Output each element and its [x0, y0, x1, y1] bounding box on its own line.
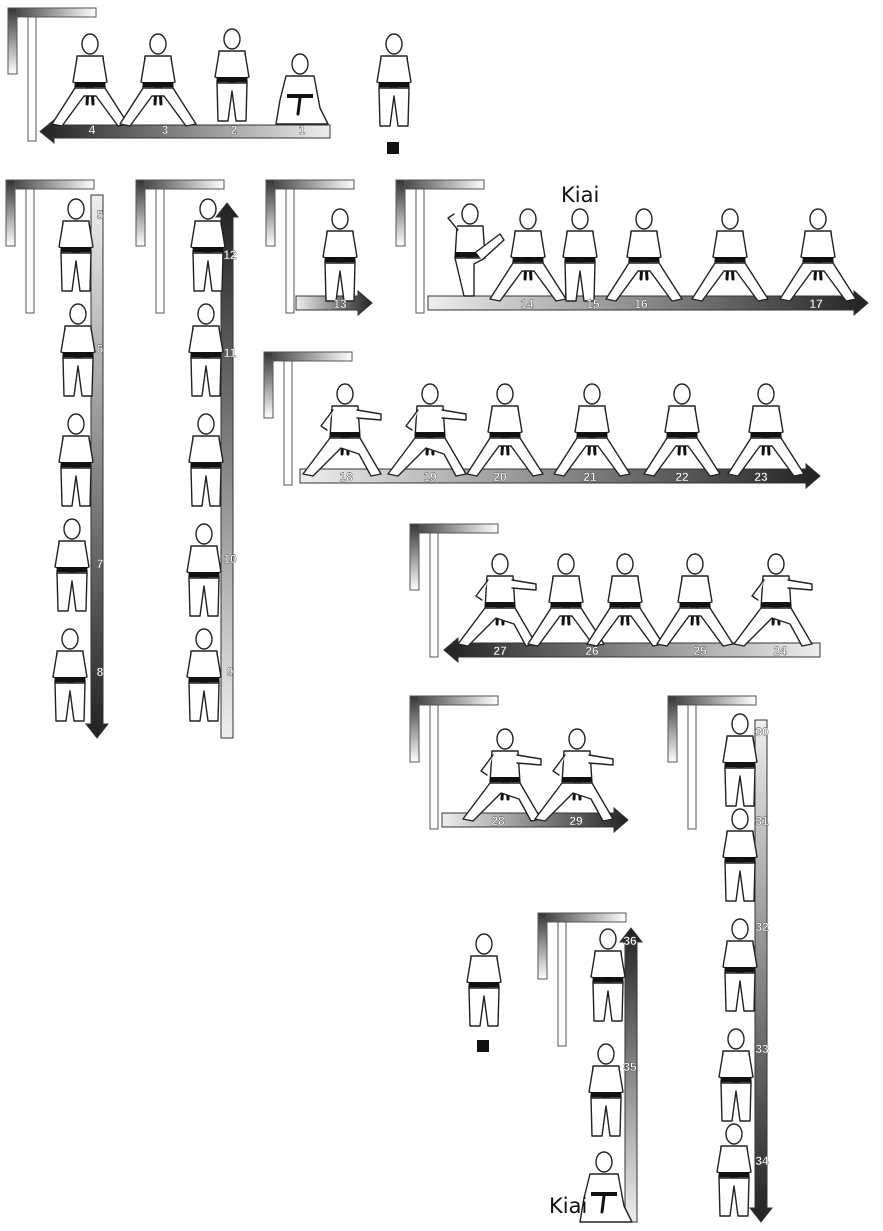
step-number: 31	[755, 814, 769, 828]
step-number: 29	[569, 814, 583, 828]
karateka-figure	[563, 209, 597, 301]
step-number: 30	[755, 725, 769, 739]
karateka-figure	[323, 209, 357, 301]
karateka-figure	[388, 384, 466, 476]
karateka-figure	[528, 554, 604, 646]
step-number: 11	[224, 346, 237, 360]
karateka-figure	[458, 554, 536, 646]
step-number: 32	[755, 920, 769, 934]
step-number: 34	[755, 1154, 769, 1168]
karateka-figure	[723, 714, 757, 806]
karateka-figure	[644, 384, 720, 476]
karateka-figure	[692, 209, 768, 301]
karateka-figure	[580, 1152, 632, 1222]
karateka-figure	[490, 209, 566, 301]
step-number: 20	[493, 470, 507, 484]
karateka-figure	[187, 629, 221, 721]
kiai-label: Kiai	[549, 1194, 587, 1218]
karateka-figure	[723, 919, 757, 1011]
step-number: 33	[755, 1042, 769, 1056]
karateka-figure	[606, 209, 682, 301]
step-number: 7	[97, 557, 104, 571]
karateka-figure	[467, 934, 501, 1026]
karateka-figure	[215, 29, 249, 121]
karateka-figure	[463, 729, 541, 821]
karateka-figure	[448, 204, 504, 296]
karateka-figure	[589, 1044, 623, 1136]
karateka-figure	[554, 384, 630, 476]
step-number: 17	[809, 297, 823, 311]
step-number: 21	[583, 470, 597, 484]
kiai-label: Kiai	[561, 183, 599, 207]
step-number: 36	[623, 934, 637, 948]
karateka-figure	[657, 554, 733, 646]
step-number: 22	[675, 470, 689, 484]
step-number: 15	[586, 297, 600, 311]
karateka-figure	[189, 414, 223, 506]
step-number: 2	[231, 123, 238, 137]
step-number: 26	[585, 644, 599, 658]
step-number: 9	[227, 665, 234, 679]
karateka-figure	[717, 1124, 751, 1216]
step-number: 14	[520, 297, 534, 311]
karateka-figure	[535, 729, 613, 821]
karateka-figure	[723, 809, 757, 901]
start-marker	[387, 142, 399, 154]
step-number: 19	[423, 470, 437, 484]
step-number: 27	[493, 644, 507, 658]
karateka-figure	[780, 209, 856, 301]
step-number: 25	[693, 644, 707, 658]
step-number: 3	[162, 123, 169, 137]
karateka-figure	[61, 304, 95, 396]
karateka-figure	[52, 34, 128, 126]
step-number: 12	[223, 248, 237, 262]
karateka-figure	[467, 384, 543, 476]
karateka-figure	[59, 414, 93, 506]
karateka-figure	[591, 929, 625, 1021]
karateka-figure	[303, 384, 381, 476]
karateka-figure	[59, 199, 93, 291]
step-number: 8	[97, 665, 104, 679]
karateka-figure	[377, 34, 411, 126]
karateka-figure	[187, 524, 221, 616]
karateka-figure	[189, 304, 223, 396]
step-number: 16	[634, 297, 648, 311]
karateka-figure	[55, 519, 89, 611]
karateka-figures	[52, 29, 856, 1222]
end-marker	[477, 1040, 489, 1052]
karateka-figure	[728, 384, 804, 476]
step-number: 18	[339, 470, 353, 484]
step-number: 28	[491, 814, 505, 828]
karateka-figure	[53, 629, 87, 721]
step-number: 1	[299, 123, 306, 137]
karateka-figure	[587, 554, 663, 646]
step-number: 10	[223, 552, 237, 566]
step-number: 13	[333, 297, 347, 311]
karateka-figure	[276, 54, 328, 124]
step-number: 35	[623, 1060, 637, 1074]
karateka-figure	[719, 1029, 753, 1121]
step-number: 6	[97, 342, 104, 356]
karateka-figure	[734, 554, 812, 646]
step-number: 23	[754, 470, 768, 484]
step-number: 24	[773, 644, 787, 658]
step-number: 4	[89, 123, 96, 137]
corner-brackets	[6, 8, 756, 1046]
karateka-figure	[120, 34, 196, 126]
step-number: 5	[97, 208, 104, 222]
